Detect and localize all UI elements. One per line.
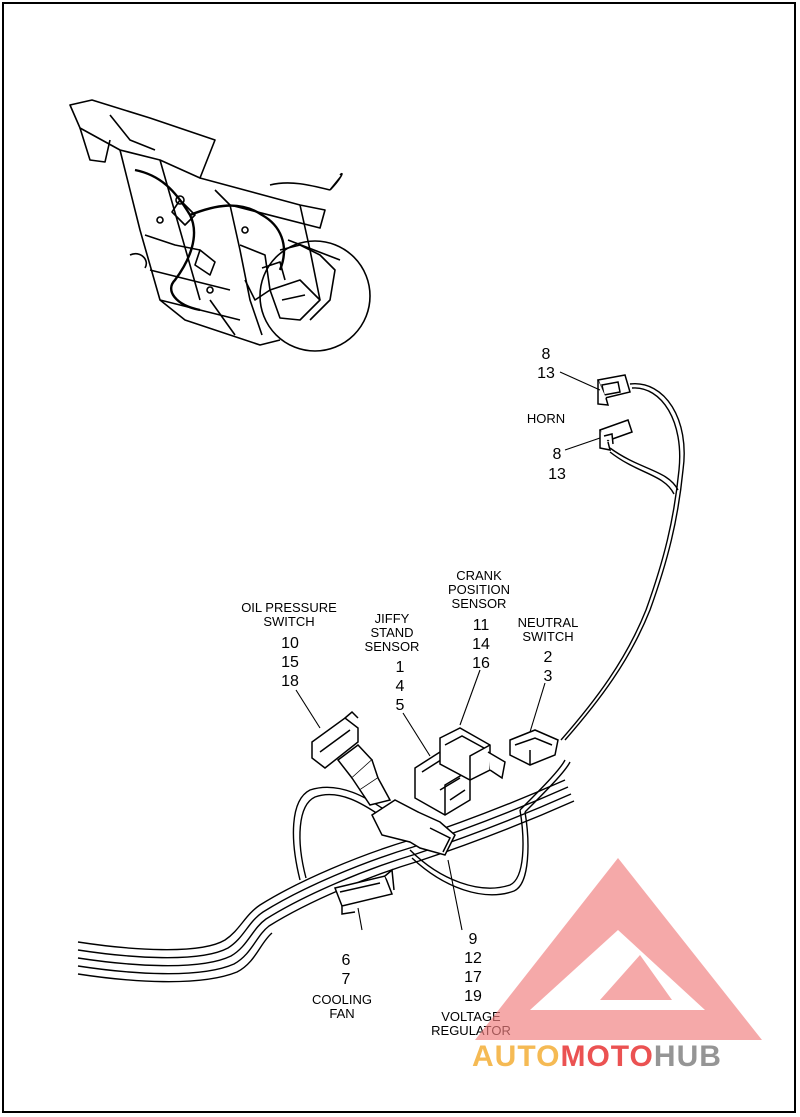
label-neutral-switch: NEUTRAL SWITCH 2 3 xyxy=(518,615,579,685)
oil-number: 15 xyxy=(281,654,299,671)
neutral-number: 3 xyxy=(544,668,553,685)
jiffy-caption: STAND xyxy=(370,625,413,640)
logo-text-auto: AUTO xyxy=(472,1040,560,1073)
jiffy-number: 1 xyxy=(396,659,405,676)
oil-number: 10 xyxy=(281,635,299,652)
regulator-caption: VOLTAGE xyxy=(441,1009,501,1024)
horn-number: 13 xyxy=(537,365,555,382)
crank-number: 16 xyxy=(472,655,490,672)
regulator-number: 19 xyxy=(464,988,482,1005)
crank-number: 14 xyxy=(472,636,490,653)
oil-caption: SWITCH xyxy=(263,614,314,629)
neutral-number: 2 xyxy=(544,649,553,666)
horn-number: 8 xyxy=(553,446,562,463)
neutral-caption: NEUTRAL xyxy=(518,615,579,630)
regulator-number: 12 xyxy=(464,950,482,967)
jiffy-number: 4 xyxy=(396,678,405,695)
oil-number: 18 xyxy=(281,673,299,690)
neutral-caption: SWITCH xyxy=(522,629,573,644)
fan-number: 6 xyxy=(342,952,351,969)
voltage-regulator-connector xyxy=(371,799,456,856)
horn-connector-lower xyxy=(599,419,633,451)
jiffy-caption: JIFFY xyxy=(375,611,410,626)
watermark-logo: AUTOMOTOHUB xyxy=(472,858,762,1073)
fan-caption: COOLING xyxy=(312,992,372,1007)
fan-number: 7 xyxy=(342,971,351,988)
crank-caption: CRANK xyxy=(456,568,502,583)
fan-caption: FAN xyxy=(329,1006,354,1021)
horn-caption: HORN xyxy=(527,411,565,426)
label-crank-position-sensor: CRANK POSITION SENSOR 11 14 16 xyxy=(448,568,510,672)
main-harness xyxy=(77,759,575,983)
crank-position-sensor-connector xyxy=(439,727,506,781)
logo-text-hub: HUB xyxy=(654,1040,722,1073)
crank-caption: POSITION xyxy=(448,582,510,597)
regulator-number: 17 xyxy=(464,969,482,986)
label-cooling-fan: 6 7 COOLING FAN xyxy=(312,952,372,1021)
cooling-fan-connector xyxy=(333,868,395,915)
label-jiffy-stand-sensor: JIFFY STAND SENSOR 1 4 5 xyxy=(365,611,420,714)
oil-pressure-switch-connector xyxy=(311,710,392,806)
horn-number: 13 xyxy=(548,466,566,483)
regulator-number: 9 xyxy=(469,931,478,948)
jiffy-caption: SENSOR xyxy=(365,639,420,654)
motorcycle-frame-illustration xyxy=(69,99,371,352)
crank-caption: SENSOR xyxy=(452,596,507,611)
label-horn: 8 13 HORN 8 13 xyxy=(527,346,566,483)
neutral-switch-connector xyxy=(509,729,559,766)
horn-harness-wire xyxy=(560,383,685,741)
logo-triangle xyxy=(475,858,762,1040)
crank-number: 11 xyxy=(473,617,490,634)
oil-caption: OIL PRESSURE xyxy=(241,600,337,615)
horn-connector-upper xyxy=(596,374,631,406)
logo-text-moto: MOTO xyxy=(560,1040,653,1073)
horn-number: 8 xyxy=(542,346,551,363)
logo-text: AUTOMOTOHUB xyxy=(472,1040,722,1073)
label-oil-pressure-switch: OIL PRESSURE SWITCH 10 15 18 xyxy=(241,600,337,690)
leader-lines xyxy=(295,371,601,931)
jiffy-number: 5 xyxy=(396,697,405,714)
